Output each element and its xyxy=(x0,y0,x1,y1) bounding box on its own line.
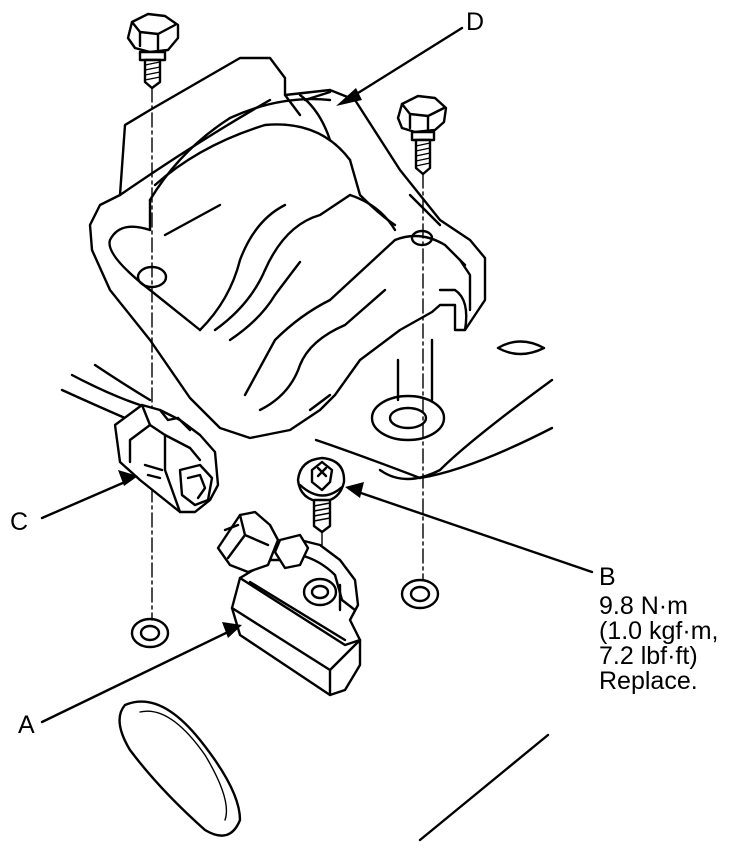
torque-lbfft: 7.2 lbf·ft) xyxy=(599,642,698,670)
sensor-a xyxy=(216,510,362,697)
mounting-stud xyxy=(370,338,446,442)
callout-d: D xyxy=(466,8,485,36)
torque-spec-b: 9.8 N·m (1.0 kgf·m, 7.2 lbf·ft) Replace. xyxy=(599,594,718,694)
callout-c: C xyxy=(10,508,29,536)
torque-kgfm: (1.0 kgf·m, xyxy=(599,617,719,645)
bolt-top-left xyxy=(126,12,180,90)
callout-a: A xyxy=(18,711,35,739)
alignment-lines xyxy=(151,87,424,621)
replace-note: Replace. xyxy=(599,667,698,695)
floor-panel xyxy=(118,340,554,842)
mount-hole-right xyxy=(400,578,440,610)
leader-a xyxy=(40,622,242,724)
bolt-top-right xyxy=(396,94,448,176)
callout-b: B xyxy=(599,563,616,591)
mount-hole-left xyxy=(130,617,170,649)
bolt-b xyxy=(296,456,346,534)
connector-c xyxy=(113,403,220,514)
leader-d xyxy=(336,26,464,106)
leader-c xyxy=(40,470,138,520)
torque-nm: 9.8 N·m xyxy=(599,592,688,620)
bracket-cover-d xyxy=(88,56,487,440)
leader-b xyxy=(345,482,594,574)
wire-harness xyxy=(60,363,152,420)
